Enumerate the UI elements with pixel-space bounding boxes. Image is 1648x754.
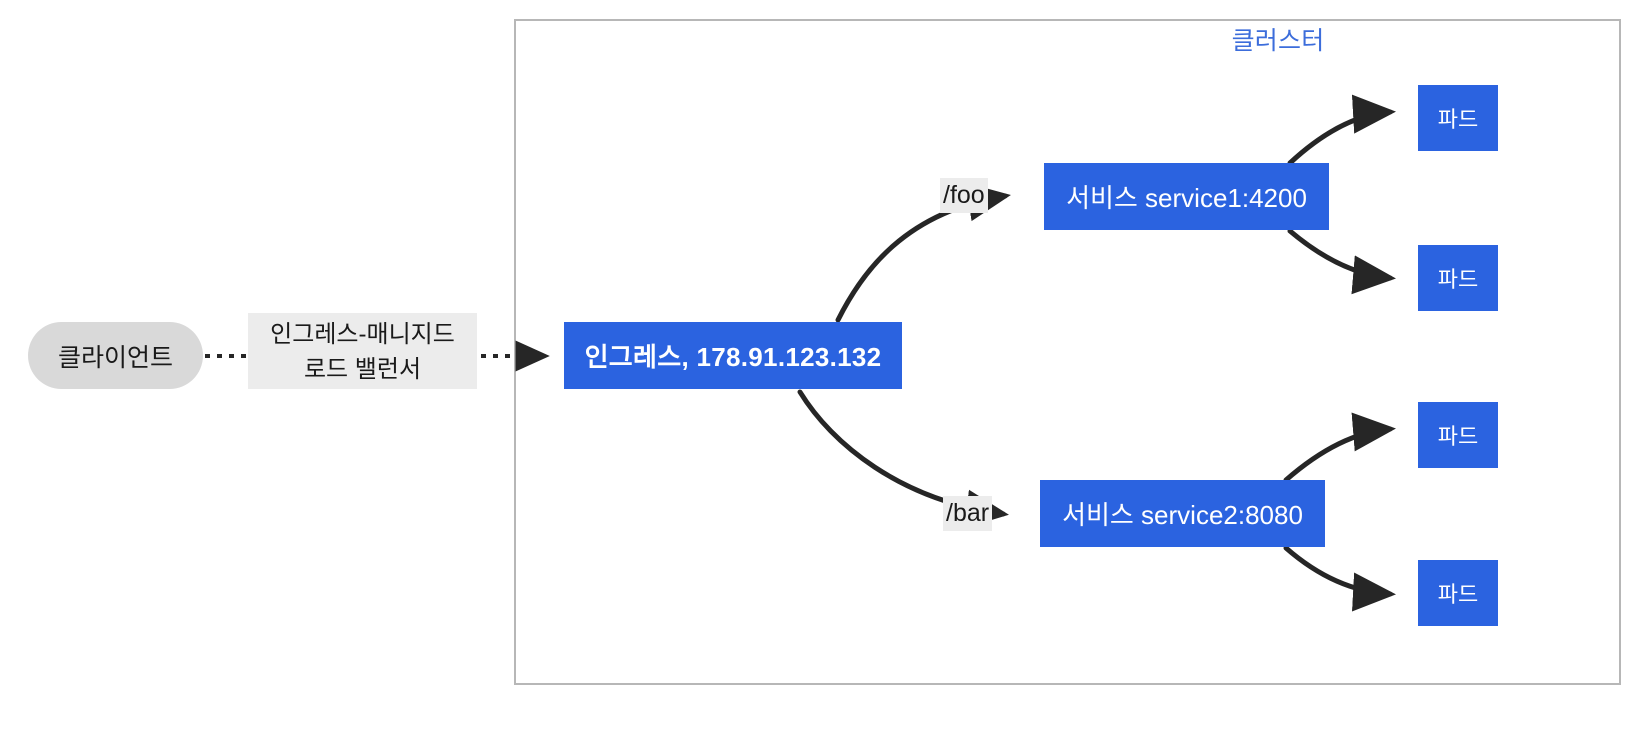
load-balancer-label-line1: 인그레스-매니지드	[270, 321, 455, 348]
service2-label: 서비스 service2:8080	[1062, 500, 1303, 530]
cluster-boundary	[514, 19, 1621, 685]
service-node-service2[interactable]: 서비스 service2:8080	[1040, 480, 1325, 547]
pod-4-label: 파드	[1437, 582, 1479, 607]
service1-label: 서비스 service1:4200	[1066, 183, 1307, 213]
cluster-title: 클러스터	[1231, 27, 1325, 55]
route-label-foo: /foo	[940, 178, 988, 213]
pod-3-label: 파드	[1437, 424, 1479, 449]
pod-node-4[interactable]: 파드	[1418, 560, 1498, 626]
pod-2-label: 파드	[1437, 267, 1479, 292]
pod-1-label: 파드	[1437, 107, 1479, 132]
client-node[interactable]: 클라이언트	[28, 322, 203, 389]
load-balancer-edge-label: 인그레스-매니지드 로드 밸런서	[248, 313, 477, 389]
ingress-node[interactable]: 인그레스, 178.91.123.132	[564, 322, 902, 389]
pod-node-3[interactable]: 파드	[1418, 402, 1498, 468]
pod-node-1[interactable]: 파드	[1418, 85, 1498, 151]
ingress-label: 인그레스, 178.91.123.132	[584, 342, 882, 372]
pod-node-2[interactable]: 파드	[1418, 245, 1498, 311]
service-node-service1[interactable]: 서비스 service1:4200	[1044, 163, 1329, 230]
load-balancer-label-line2: 로드 밸런서	[303, 356, 422, 383]
client-label: 클라이언트	[57, 343, 173, 372]
route-label-bar: /bar	[943, 496, 993, 531]
